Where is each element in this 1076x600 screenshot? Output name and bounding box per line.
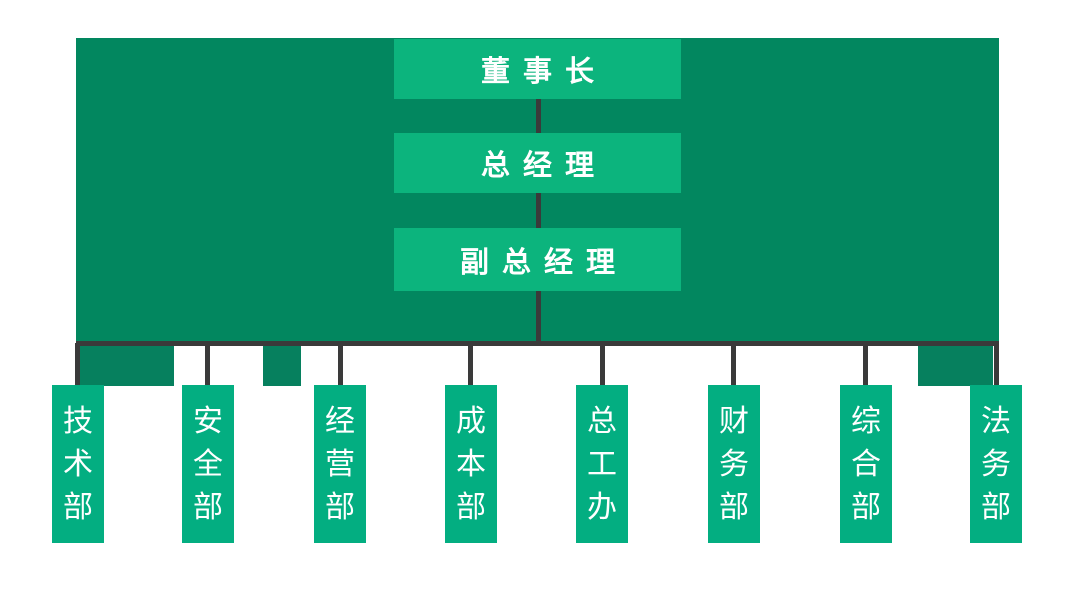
connector-gm-deputy — [536, 193, 541, 228]
dept-cost-label: 成本部 — [456, 404, 486, 524]
dept-legal-label: 法务部 — [981, 404, 1011, 524]
connector-drop-legal — [994, 343, 999, 387]
decor-stub-middle — [263, 341, 301, 386]
connector-chairman-gm — [536, 99, 541, 133]
node-deputy-general-manager: 副总经理 — [394, 228, 681, 291]
dept-general-affairs: 综合部 — [840, 385, 892, 543]
connector-drop-operations — [338, 343, 343, 387]
connector-drop-technology — [75, 343, 80, 387]
dept-cost: 成本部 — [445, 385, 497, 543]
node-chairman-label: 董事长 — [480, 56, 607, 88]
connector-horizontal-bar — [76, 341, 999, 346]
node-general-manager: 总经理 — [394, 133, 681, 193]
decor-stub-right — [918, 341, 993, 386]
dept-finance: 财务部 — [708, 385, 760, 543]
dept-general-affairs-label: 综合部 — [851, 404, 881, 524]
dept-finance-label: 财务部 — [719, 404, 749, 524]
dept-chief-engineer-office-label: 总工办 — [587, 404, 617, 524]
connector-deputy-trunk — [536, 291, 541, 346]
dept-technology: 技术部 — [52, 385, 104, 543]
node-chairman: 董事长 — [394, 39, 681, 99]
dept-legal: 法务部 — [970, 385, 1022, 543]
dept-safety-label: 安全部 — [193, 404, 223, 524]
connector-drop-finance — [731, 343, 736, 387]
connector-drop-safety — [205, 343, 210, 387]
connector-drop-chief-office — [600, 343, 605, 387]
decor-stub-left — [78, 341, 174, 386]
dept-operations: 经营部 — [314, 385, 366, 543]
connector-drop-general — [863, 343, 868, 387]
dept-operations-label: 经营部 — [325, 404, 355, 524]
dept-chief-engineer-office: 总工办 — [576, 385, 628, 543]
node-general-manager-label: 总经理 — [480, 150, 607, 182]
dept-technology-label: 技术部 — [63, 404, 93, 524]
connector-drop-cost — [468, 343, 473, 387]
node-deputy-general-manager-label: 副总经理 — [459, 246, 628, 279]
dept-safety: 安全部 — [182, 385, 234, 543]
